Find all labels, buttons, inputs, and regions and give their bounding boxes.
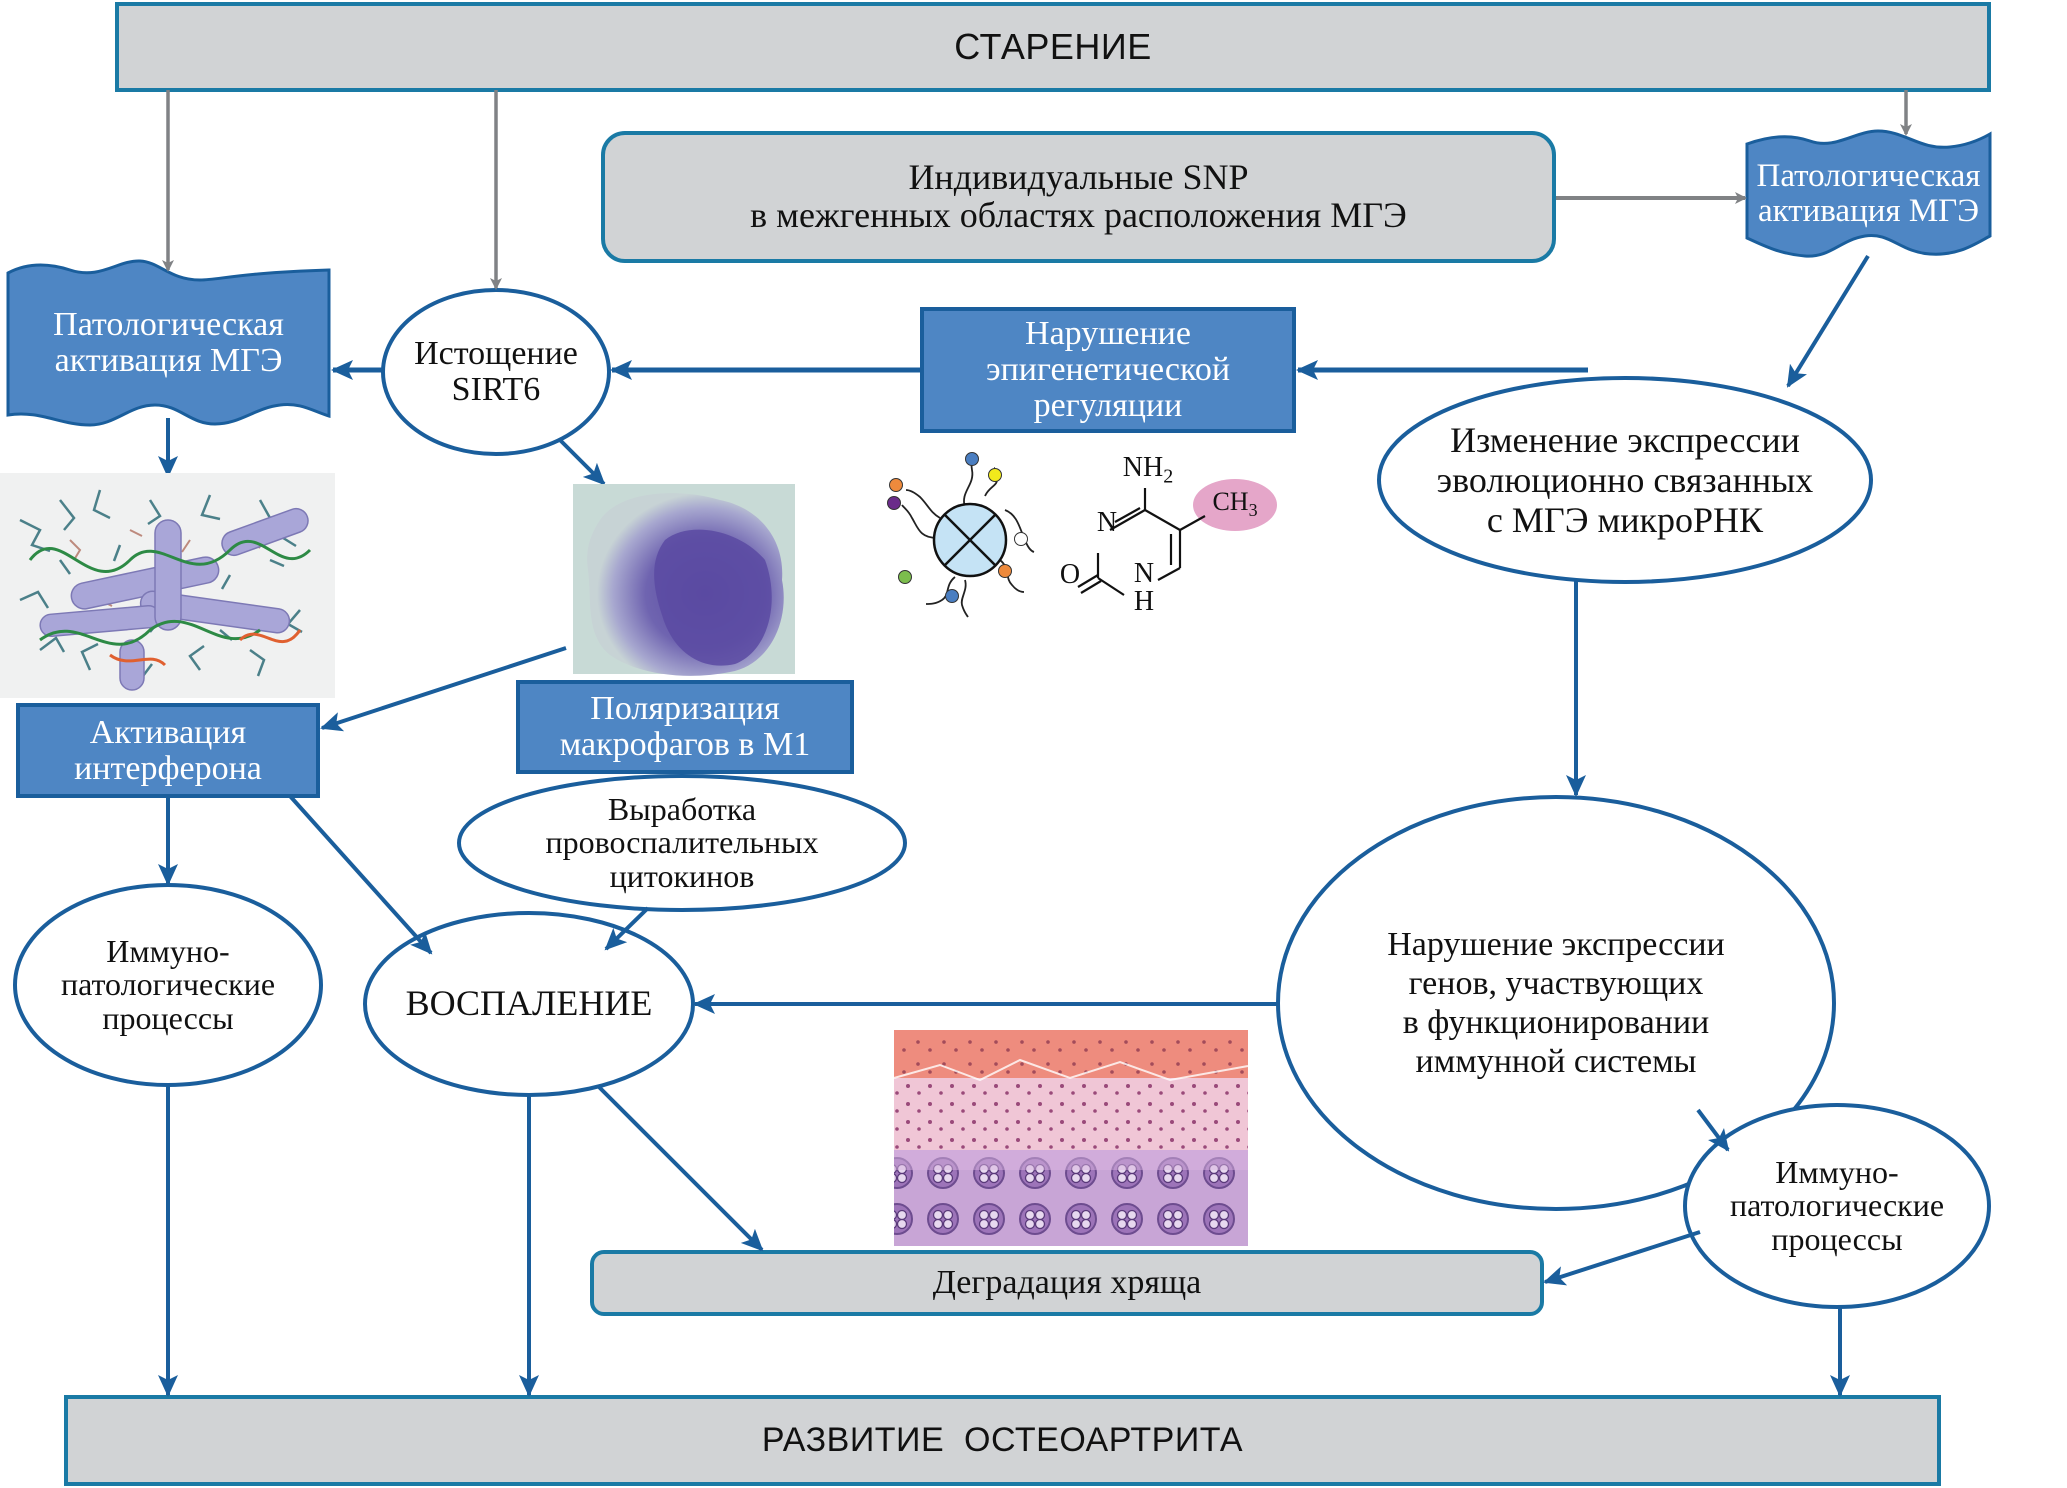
cytokines-ellipse	[457, 774, 907, 912]
mirna-ellipse	[1377, 376, 1873, 584]
arrow-gene-expr-to-immuno-right	[1696, 1108, 1730, 1152]
macrophage-line1: Поляризация	[590, 690, 780, 728]
aging-box	[115, 2, 1991, 92]
immuno-left-line1: Иммуно-	[106, 932, 230, 969]
snp-label: Индивидуальные SNP в межгенных областях …	[603, 133, 1554, 261]
gene-expr-line3: в функционировании	[1402, 1004, 1710, 1041]
cartilage-image	[893, 1030, 1249, 1246]
gene-expr-line2: генов, участвующих	[1408, 964, 1704, 1002]
epigenetic-line3: регуляции	[1033, 386, 1183, 424]
mirna-line2: эволюционно связанных	[1436, 459, 1814, 500]
snp-box	[601, 131, 1556, 263]
amine-text: NH	[1122, 451, 1164, 483]
macrophage-label: Поляризация макрофагов в М1	[518, 682, 852, 772]
molecule-nh2: NH2	[1118, 452, 1178, 488]
cytokines-label: Выработка провоспалительных цитокинов	[459, 776, 905, 910]
mge-left-line1: Патологическая	[53, 306, 284, 344]
macrophage-image	[573, 484, 795, 676]
cytokines-line1: Выработка	[607, 790, 757, 827]
osteoarthritis-label: РАЗВИТИЕ ОСТЕОАРТРИТА	[66, 1397, 1939, 1484]
mge-left-label: Патологическая активация МГЭ	[8, 282, 329, 404]
interferon-box	[16, 703, 320, 798]
cartilage-label: Деградация хряща	[592, 1252, 1542, 1314]
molecule-n-bottom: N	[1130, 556, 1158, 592]
gene-expr-line1: Нарушение экспрессии	[1387, 925, 1725, 963]
interferon-line1: Активация	[89, 713, 247, 751]
arrow-mge-right-to-mirna	[1786, 254, 1870, 388]
cytokines-line3: цитокинов	[609, 857, 755, 894]
arrow-macrophage-to-interferon	[320, 646, 567, 732]
cartilage-box	[590, 1250, 1544, 1316]
mge-right-label: Патологическая активация МГЭ	[1747, 144, 1990, 244]
epigenetic-line2: эпигенетической	[985, 351, 1231, 389]
snp-line1: Индивидуальные SNP	[908, 157, 1249, 198]
osteoarthritis-text: РАЗВИТИЕ ОСТЕОАРТРИТА	[761, 1420, 1244, 1459]
mge-right-line2: активация МГЭ	[1757, 193, 1980, 229]
oxygen-text: O	[1059, 559, 1081, 591]
gene-expr-line4: иммунной системы	[1415, 1043, 1697, 1081]
immuno-right-line1: Иммуно-	[1775, 1153, 1899, 1190]
mirna-line3: с МГЭ микроРНК	[1486, 500, 1764, 541]
mge-left-line2: активация МГЭ	[54, 342, 283, 379]
methylcytosine-structure	[1077, 479, 1277, 596]
macrophage-line2: макрофагов в М1	[559, 726, 811, 763]
immuno-left-line3: процессы	[102, 999, 234, 1036]
inflammation-text: ВОСПАЛЕНИЕ	[405, 983, 653, 1024]
interferon-label: Активация интерферона	[18, 705, 318, 796]
molecule-oxygen: O	[1058, 557, 1082, 593]
molecule-hydrogen: H	[1132, 584, 1156, 620]
n-top-text: N	[1096, 507, 1118, 539]
sirt6-label: Истощение SIRT6	[383, 300, 609, 444]
immuno-right-ellipse	[1683, 1103, 1991, 1309]
arrow-inflammation-to-cartilage	[596, 1084, 764, 1252]
methyl-subscript: 3	[1248, 500, 1258, 521]
immuno-left-line2: патологические	[60, 966, 276, 1003]
sirt6-line2: SIRT6	[451, 371, 541, 408]
osteoarthritis-box	[64, 1395, 1941, 1486]
aging-label: СТАРЕНИЕ	[117, 4, 1989, 90]
histone-modification-icon	[887, 452, 1035, 618]
gene-expr-label: Нарушение экспрессии генов, участвующих …	[1278, 900, 1834, 1106]
amine-subscript: 2	[1163, 465, 1174, 488]
snp-line2: в межгенных областях расположения МГЭ	[750, 195, 1407, 235]
arrow-immuno-right-to-cartilage	[1543, 1230, 1701, 1286]
epigenetic-box	[920, 307, 1296, 433]
molecule-ch3: CH3	[1200, 486, 1270, 522]
arrow-interferon-to-inflammation	[288, 794, 433, 955]
molecule-n-top: N	[1095, 506, 1119, 540]
immuno-right-label: Иммуно- патологические процессы	[1685, 1105, 1989, 1307]
interferon-line2: интерферона	[74, 749, 262, 787]
cartilage-text: Деградация хряща	[932, 1264, 1202, 1302]
interferon-protein-image	[0, 473, 335, 698]
arrow-sirt6-to-macrophage	[558, 438, 606, 486]
n-bottom-text: N	[1133, 558, 1155, 590]
aging-text: СТАРЕНИЕ	[954, 26, 1152, 68]
mge-left-box	[6, 259, 331, 427]
mirna-line1: Изменение экспрессии	[1450, 419, 1800, 460]
immuno-right-line3: процессы	[1771, 1220, 1903, 1257]
immuno-left-label: Иммуно- патологические процессы	[15, 885, 321, 1085]
mge-right-box	[1745, 129, 1992, 258]
sirt6-line1: Истощение	[414, 335, 578, 373]
epigenetic-line1: Нарушение	[1025, 315, 1191, 353]
inflammation-label: ВОСПАЛЕНИЕ	[365, 913, 693, 1095]
cytokines-line2: провоспалительных	[545, 824, 819, 861]
immuno-right-line2: патологические	[1729, 1187, 1945, 1224]
mirna-label: Изменение экспрессии эволюционно связанн…	[1380, 385, 1870, 575]
arrow-cytokines-to-inflammation	[604, 906, 650, 951]
mge-right-line1: Патологическая	[1756, 158, 1981, 195]
macrophage-box	[516, 680, 854, 774]
methyl-text: CH	[1212, 486, 1249, 516]
hydrogen-text: H	[1133, 586, 1155, 618]
epigenetic-label: Нарушение эпигенетической регуляции	[922, 309, 1294, 431]
